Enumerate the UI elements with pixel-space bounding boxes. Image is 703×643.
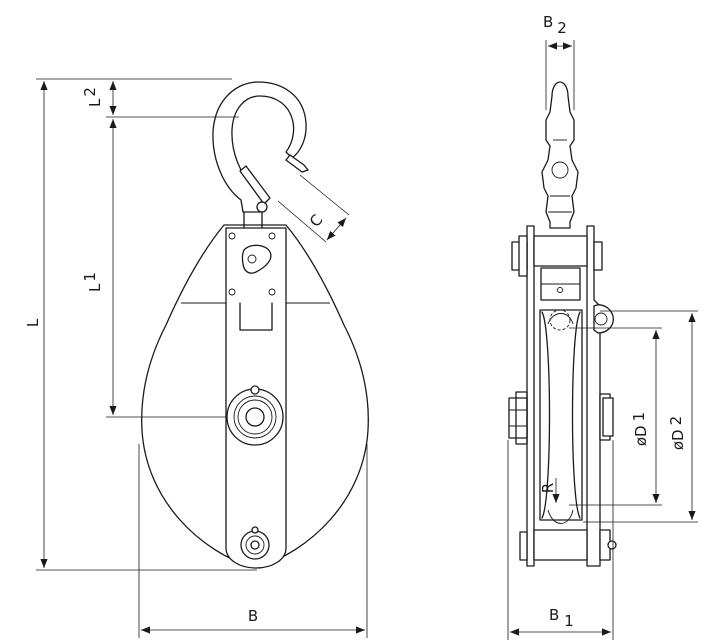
- side-plate-right: [586, 225, 601, 567]
- front-dimensions: L L2 L1 B C: [24, 78, 368, 638]
- hook-latch: [239, 165, 271, 205]
- top-spacer: [533, 235, 588, 267]
- lower-bolt-pin: [251, 526, 259, 534]
- label-R: R: [539, 483, 557, 493]
- sheave: [539, 309, 583, 521]
- strap-bolt: [268, 288, 276, 296]
- latch-knob-center: [247, 254, 257, 264]
- bottom-nut: [599, 529, 611, 561]
- label-L1: L1: [81, 272, 104, 292]
- side-plate-left: [526, 225, 535, 567]
- bottom-spacer: [533, 529, 588, 561]
- side-hook-shank: [541, 81, 579, 229]
- strap-slot: [239, 302, 273, 331]
- strap-bolt: [228, 232, 236, 240]
- axle-ring: [237, 399, 273, 435]
- axle-center: [245, 407, 265, 427]
- axle-lube-fitting: [250, 385, 260, 395]
- label-D2: øD2: [667, 416, 687, 450]
- lower-bolt-inner: [245, 535, 265, 555]
- label-D1: øD1: [630, 412, 650, 446]
- lower-bolt-center: [250, 540, 260, 550]
- axle-ring: [233, 395, 277, 439]
- latch-knob: [241, 244, 272, 274]
- label-B: B: [248, 607, 258, 625]
- side-view: [508, 81, 617, 567]
- strap-bolt: [228, 288, 236, 296]
- swivel-pin: [256, 201, 268, 213]
- side-lug: [593, 304, 614, 334]
- hook-tip: [285, 154, 309, 173]
- label-L2: L2: [81, 87, 104, 107]
- front-view: [141, 81, 369, 569]
- strap-bolt: [268, 232, 276, 240]
- label-L: L: [24, 318, 42, 327]
- dimension-C: [326, 217, 347, 241]
